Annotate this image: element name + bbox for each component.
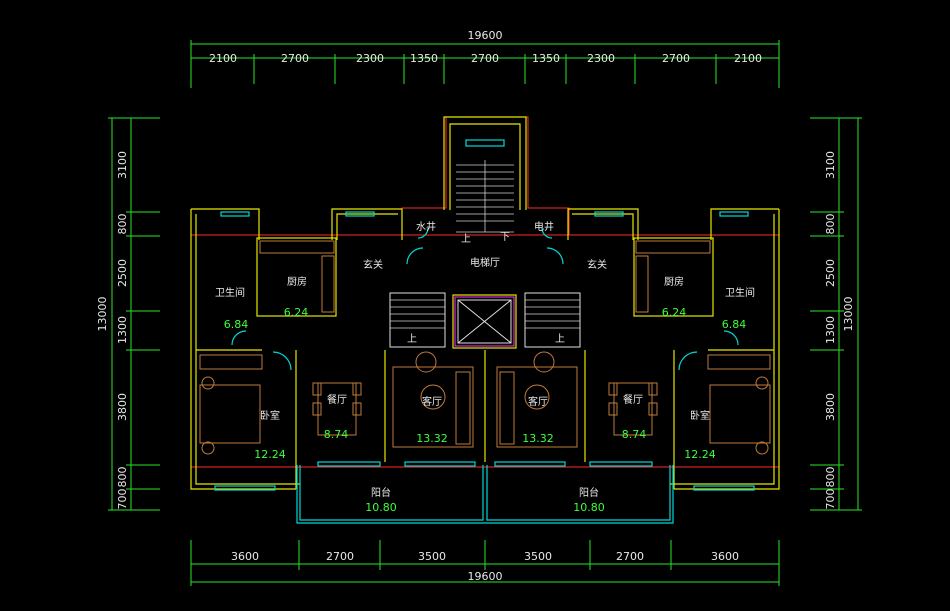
walls — [190, 116, 780, 524]
top-dimension: 2700 — [471, 52, 499, 65]
kitchen-left-label: 厨房 — [287, 275, 307, 288]
top-total-dimension: 19600 — [468, 29, 503, 42]
top-dimension: 1350 — [410, 52, 438, 65]
area-dining-right: 8.74 — [622, 428, 647, 441]
furniture — [199, 240, 771, 455]
left-dimension: 700 — [116, 489, 129, 510]
top-dimension: 2700 — [281, 52, 309, 65]
top-dimension: 1350 — [532, 52, 560, 65]
foyer-right-label: 玄关 — [587, 258, 607, 271]
area-labels: 6.84 6.24 6.24 6.84 12.24 12.24 8.74 8.7… — [224, 306, 747, 514]
bottom-dimension: 2700 — [326, 550, 354, 563]
area-bathroom-right: 6.84 — [722, 318, 747, 331]
door-swings — [231, 227, 739, 371]
living-right-label: 客厅 — [528, 395, 548, 408]
left-dimension: 2500 — [116, 259, 129, 287]
area-kitchen-right: 6.24 — [662, 306, 687, 319]
top-dimension-chain: 19600 2100 2700 2300 1350 2700 1350 2300… — [190, 29, 780, 88]
elevator-hall-label: 电梯厅 — [470, 256, 500, 269]
stair-core: 上 下 — [456, 160, 514, 245]
right-dimension: 3800 — [824, 393, 837, 421]
bottom-dimension: 3500 — [418, 550, 446, 563]
electric-shaft-label: 电井 — [534, 220, 554, 233]
bedroom-right-label: 卧室 — [690, 409, 710, 422]
unit-stairs: 上 上 — [389, 292, 581, 348]
balcony-right-label: 阳台 — [579, 486, 599, 499]
bottom-dimension: 3600 — [231, 550, 259, 563]
area-bedroom-left: 12.24 — [254, 448, 286, 461]
area-balcony-left: 10.80 — [365, 501, 397, 514]
left-dimension: 800 — [116, 467, 129, 488]
area-living-left: 13.32 — [416, 432, 448, 445]
left-dimension: 1300 — [116, 316, 129, 344]
kitchen-right-label: 厨房 — [664, 275, 684, 288]
left-dimension-chain: 13000 3100 800 2500 1300 3800 800 700 — [96, 117, 160, 511]
stair-up-left-label: 上 — [407, 333, 417, 345]
stair-down-label: 下 — [500, 232, 510, 243]
living-left-label: 客厅 — [422, 395, 442, 408]
bottom-total-dimension: 19600 — [468, 570, 503, 583]
top-dimension: 2700 — [662, 52, 690, 65]
bottom-dimension: 2700 — [616, 550, 644, 563]
area-bathroom-left: 6.84 — [224, 318, 249, 331]
left-total-dimension: 13000 — [96, 297, 109, 332]
stair-up-right-label: 上 — [555, 333, 565, 345]
foyer-left-label: 玄关 — [363, 258, 383, 271]
right-dimension: 800 — [824, 214, 837, 235]
top-dimension: 2300 — [356, 52, 384, 65]
bathroom-right-label: 卫生间 — [725, 286, 755, 299]
water-shaft-label: 水井 — [416, 220, 436, 233]
area-living-right: 13.32 — [522, 432, 554, 445]
room-labels: 电梯厅 水井 电井 玄关 玄关 厨房 厨房 卫生间 卫生间 卧室 卧室 餐厅 餐… — [215, 220, 755, 499]
area-bedroom-right: 12.24 — [684, 448, 716, 461]
top-dimension: 2300 — [587, 52, 615, 65]
stair-up-label: 上 — [461, 233, 471, 245]
right-dimension: 2500 — [824, 259, 837, 287]
area-balcony-right: 10.80 — [573, 501, 605, 514]
bottom-dimension: 3600 — [711, 550, 739, 563]
dining-left-label: 餐厅 — [327, 393, 347, 406]
dining-right-label: 餐厅 — [623, 393, 643, 406]
right-dimension-chain: 13000 3100 800 2500 1300 3800 800 700 — [810, 117, 862, 511]
left-dimension: 3100 — [116, 151, 129, 179]
elevator-frame — [454, 296, 515, 347]
bottom-dimension-chain: 3600 2700 3500 3500 2700 3600 19600 — [190, 540, 780, 586]
left-dimension: 800 — [116, 214, 129, 235]
left-dimension: 3800 — [116, 393, 129, 421]
balcony-left-label: 阳台 — [371, 486, 391, 499]
windows — [214, 139, 755, 491]
right-total-dimension: 13000 — [842, 297, 855, 332]
bathroom-left-label: 卫生间 — [215, 286, 245, 299]
bedroom-left-label: 卧室 — [260, 409, 280, 422]
area-kitchen-left: 6.24 — [284, 306, 309, 319]
top-dimension: 2100 — [209, 52, 237, 65]
bottom-dimension: 3500 — [524, 550, 552, 563]
right-dimension: 1300 — [824, 316, 837, 344]
elevator — [457, 299, 512, 344]
right-dimension: 700 — [824, 489, 837, 510]
right-dimension: 800 — [824, 467, 837, 488]
top-dimension: 2100 — [734, 52, 762, 65]
area-dining-left: 8.74 — [324, 428, 349, 441]
right-dimension: 3100 — [824, 151, 837, 179]
